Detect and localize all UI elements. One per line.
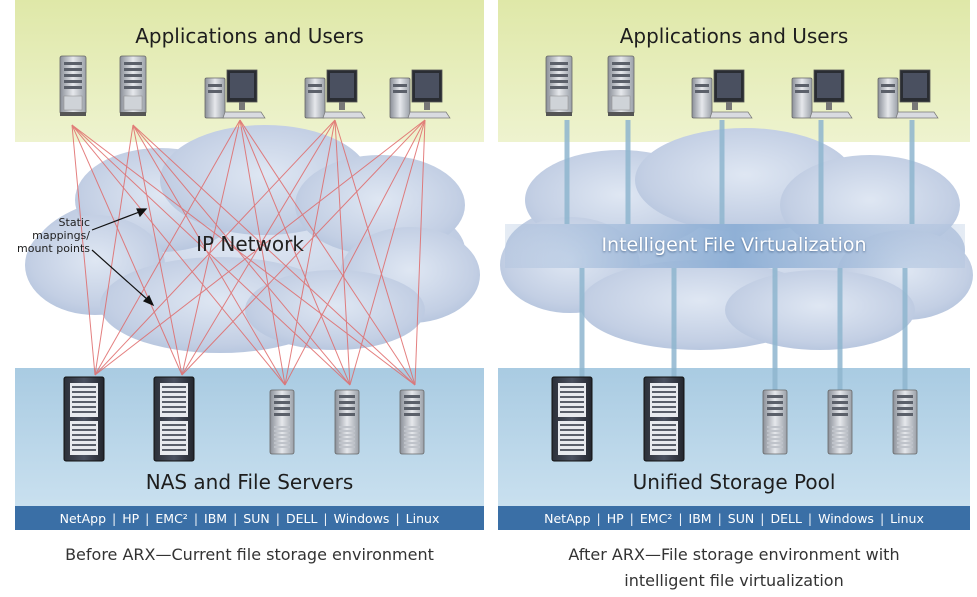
file-server-icon <box>827 389 853 455</box>
vendor-label: Windows <box>333 510 390 526</box>
static-mapping-annotation: Static mappings/ mount points <box>12 216 90 255</box>
mapping-mesh <box>71 119 426 386</box>
left-caption: Before ARX—Current file storage environm… <box>65 545 434 564</box>
right-vendor-bar: NetApp| HP| EMC²| IBM| SUN| DELL| Window… <box>498 506 970 530</box>
tower-server-icon <box>119 55 147 117</box>
virtualization-band <box>505 224 965 268</box>
vendor-label: HP <box>606 510 624 526</box>
vendor-label: NetApp <box>544 510 591 526</box>
tower-server-icon <box>59 55 87 117</box>
nas-storage-icon <box>63 376 105 462</box>
vendor-label: Linux <box>890 510 924 526</box>
virtualization-label: Intelligent File Virtualization <box>601 234 867 256</box>
vendor-label: HP <box>122 510 140 526</box>
left-top-label: Applications and Users <box>135 24 364 48</box>
tower-server-icon <box>607 55 635 117</box>
vendor-label: DELL <box>770 510 802 526</box>
vendor-label: DELL <box>285 510 318 526</box>
right-caption: After ARX—File storage environment with … <box>498 542 970 594</box>
nas-storage-icon <box>153 376 195 462</box>
vendor-label: EMC² <box>155 510 188 526</box>
vendor-label: NetApp <box>59 510 107 526</box>
left-vendor-bar: NetApp| HP| EMC²| IBM| SUN| DELL| Window… <box>15 506 484 530</box>
right-bottom-label: Unified Storage Pool <box>632 470 836 494</box>
annotation-line: mappings/ <box>32 229 90 242</box>
vendor-label: IBM <box>204 510 228 526</box>
vendor-label: EMC² <box>639 510 673 526</box>
virtualization-connectors <box>564 120 915 390</box>
file-server-icon <box>269 389 295 455</box>
file-server-icon <box>762 389 788 455</box>
vendor-label: SUN <box>243 510 270 526</box>
nas-storage-icon <box>551 376 593 462</box>
vendor-label: IBM <box>688 510 712 526</box>
network-label: IP Network <box>196 232 304 256</box>
tower-server-icon <box>545 55 573 117</box>
file-server-icon <box>334 389 360 455</box>
vendor-label: Linux <box>405 510 440 526</box>
right-top-label: Applications and Users <box>619 24 849 48</box>
left-bottom-label: NAS and File Servers <box>145 470 354 494</box>
nas-storage-icon <box>643 376 685 462</box>
annotation-line: mount points <box>17 242 90 255</box>
right-caption-line: intelligent file virtualization <box>624 571 844 590</box>
file-server-icon <box>892 389 918 455</box>
right-caption-line: After ARX—File storage environment with <box>568 545 900 564</box>
vendor-label: SUN <box>727 510 755 526</box>
file-server-icon <box>399 389 425 455</box>
vendor-label: Windows <box>818 510 874 526</box>
annotation-arrows <box>91 208 155 307</box>
annotation-line: Static <box>58 216 90 229</box>
